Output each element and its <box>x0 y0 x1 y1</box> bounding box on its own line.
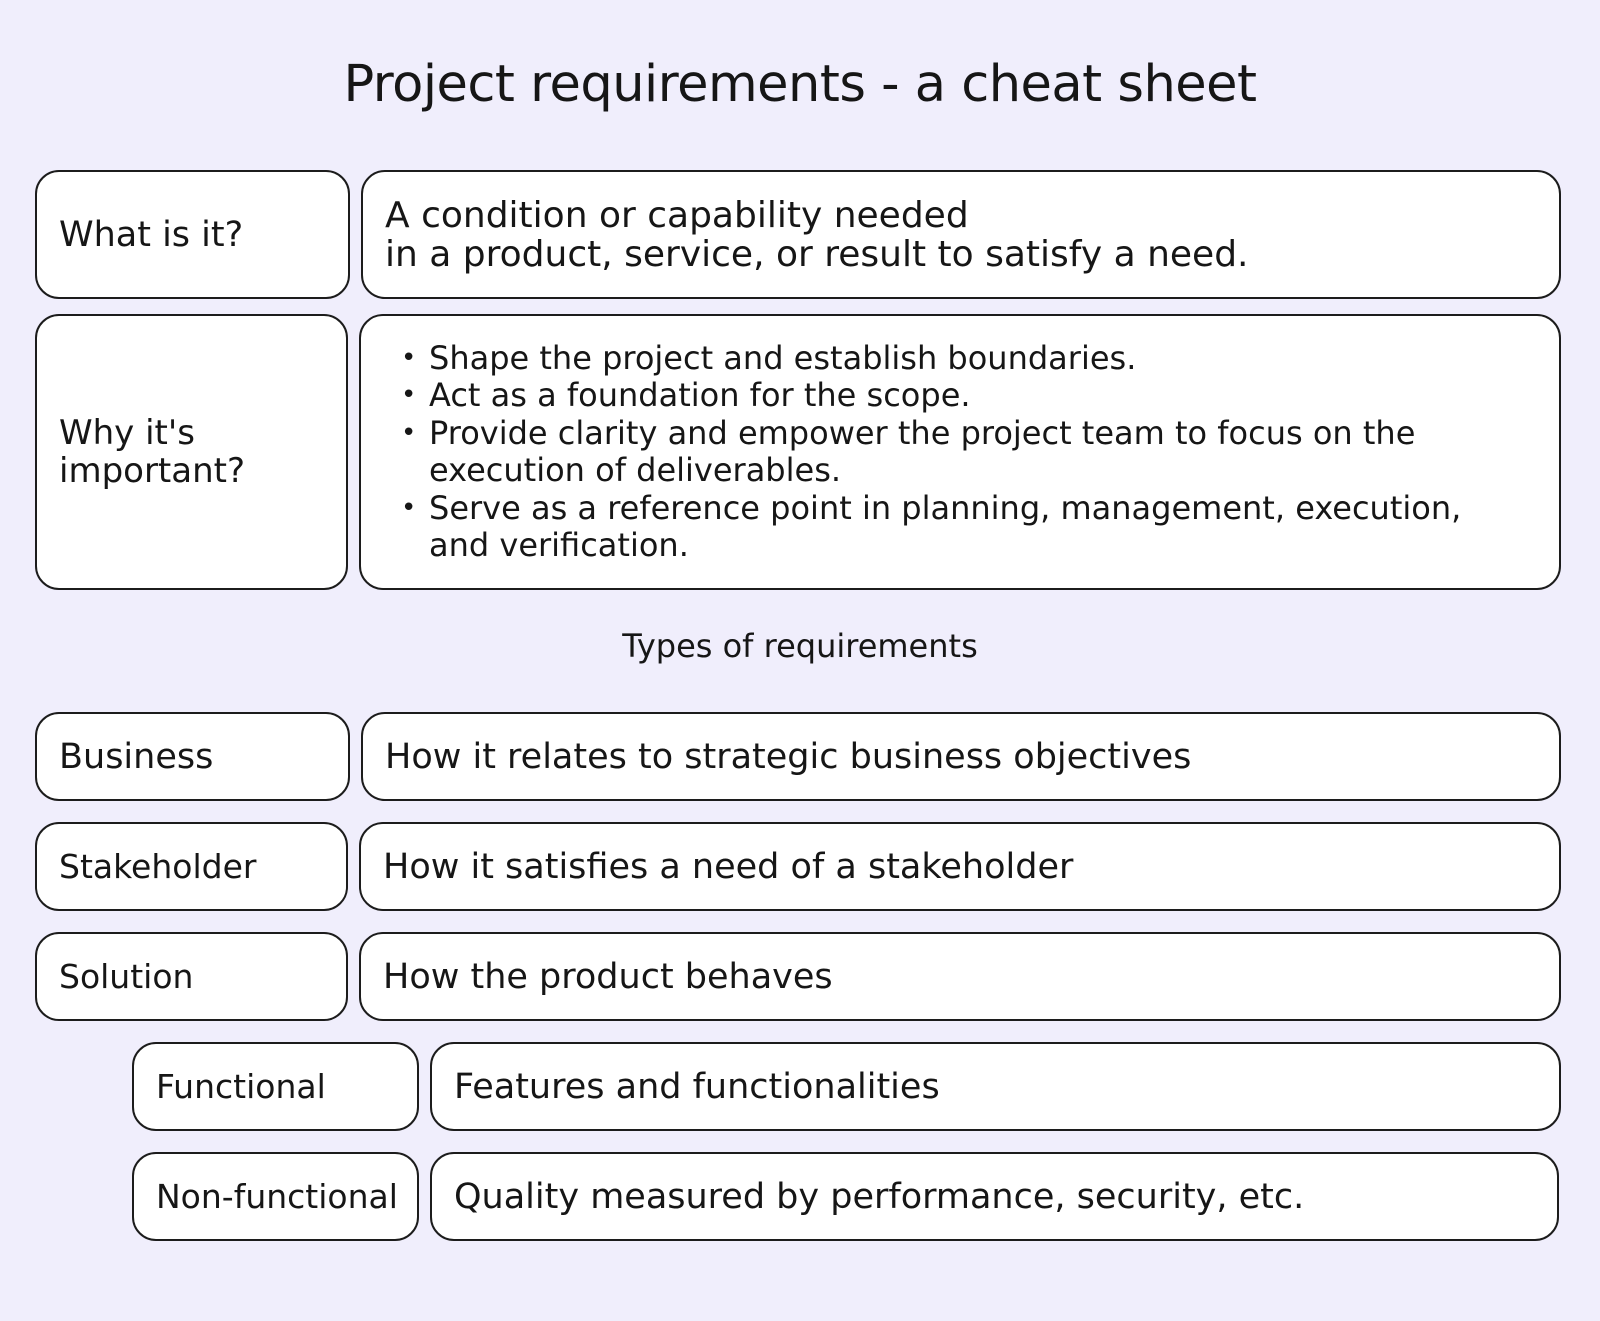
importance-label-line: Why it's <box>59 413 195 453</box>
definition-line: in a product, service, or result to sati… <box>385 233 1249 275</box>
definition-line: A condition or capability needed <box>385 194 969 236</box>
type-label-stakeholder: Stakeholder <box>59 846 257 886</box>
type-description-solution: How the product behaves <box>383 956 833 997</box>
importance-bullet: Act as a foundation for the scope. <box>401 376 1559 415</box>
importance-bullet: Shape the project and establish boundari… <box>401 339 1559 378</box>
type-description-box: Features and functionalities <box>430 1042 1561 1131</box>
type-description-non-functional: Quality measured by performance, securit… <box>454 1176 1305 1217</box>
importance-bullet: Serve as a reference point in planning, … <box>401 489 1559 565</box>
type-label-solution: Solution <box>59 956 194 996</box>
type-description-stakeholder: How it satisfies a need of a stakeholder <box>383 846 1074 887</box>
importance-bullet-list: Shape the project and establish boundari… <box>361 339 1559 565</box>
types-heading: Types of requirements <box>622 627 978 665</box>
type-label-box: Functional <box>132 1042 419 1131</box>
type-label-box: Business <box>35 712 350 801</box>
type-description-box: Quality measured by performance, securit… <box>430 1152 1559 1241</box>
type-description-box: How it relates to strategic business obj… <box>361 712 1561 801</box>
definition-label: What is it? <box>59 214 244 255</box>
importance-bullet: Provide clarity and empower the project … <box>401 414 1559 490</box>
type-description-box: How it satisfies a need of a stakeholder <box>359 822 1561 911</box>
definition-content-box: A condition or capability needed in a pr… <box>361 170 1561 299</box>
type-description-functional: Features and functionalities <box>454 1066 940 1107</box>
type-label-box: Stakeholder <box>35 822 348 911</box>
type-label-business: Business <box>59 736 214 777</box>
type-description-box: How the product behaves <box>359 932 1561 1021</box>
type-label-non-functional: Non-functional <box>156 1176 398 1216</box>
type-description-business: How it relates to strategic business obj… <box>385 736 1192 777</box>
importance-label: Why it's important? <box>59 414 245 490</box>
importance-label-line: important? <box>59 451 246 491</box>
importance-label-box: Why it's important? <box>35 314 348 590</box>
importance-content-box: Shape the project and establish boundari… <box>359 314 1561 590</box>
type-label-box: Non-functional <box>132 1152 419 1241</box>
type-label-functional: Functional <box>156 1066 326 1106</box>
definition-label-box: What is it? <box>35 170 350 299</box>
definition-text: A condition or capability needed in a pr… <box>385 196 1249 274</box>
type-label-box: Solution <box>35 932 348 1021</box>
page-title: Project requirements - a cheat sheet <box>343 55 1257 114</box>
